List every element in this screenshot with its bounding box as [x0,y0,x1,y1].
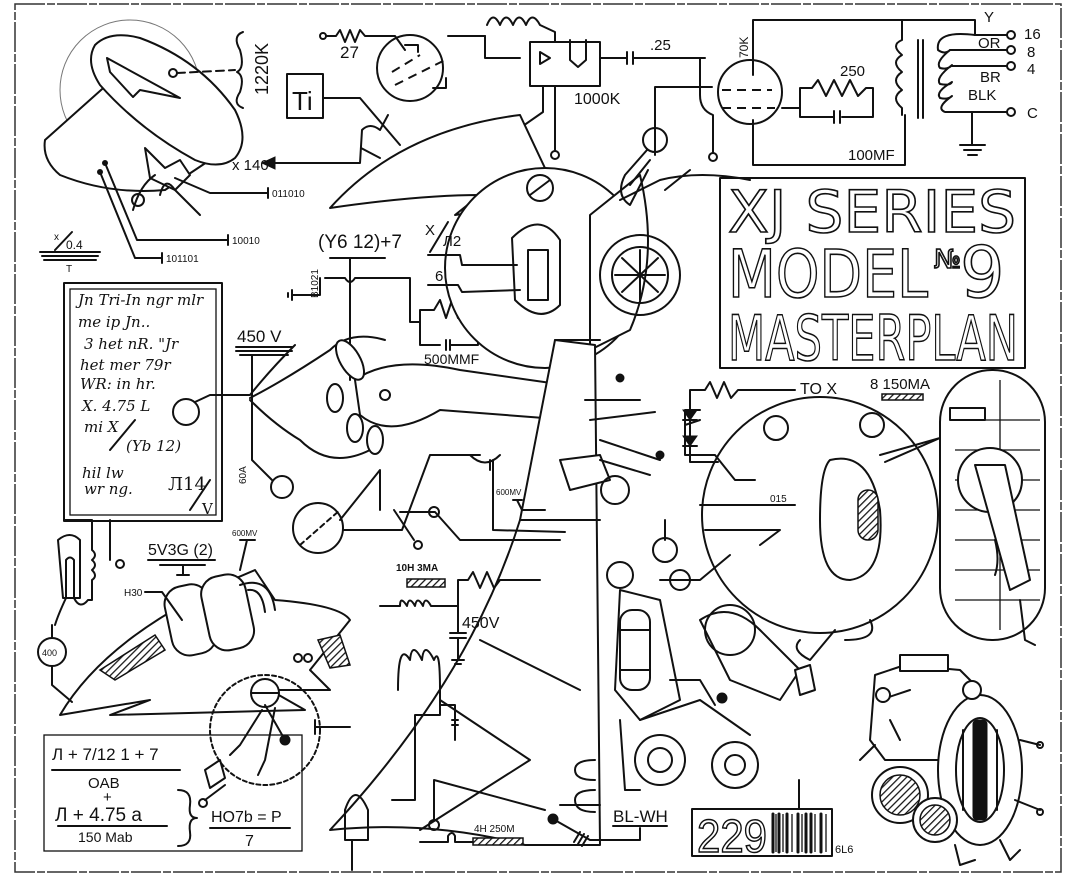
label-450v: 450 V [237,327,282,346]
label-10010: 10010 [232,236,260,247]
label-b1021: B1021 [310,269,321,298]
label-8-150ma: 8 150MA [870,376,930,393]
label-250: 250 [840,63,865,80]
lower-left-capacitor-device [59,569,351,808]
label-to-x: TO X [800,381,837,398]
label-y612: (Y6 12)+7 [318,232,402,253]
tap-y: Y [984,9,994,26]
tap-16: 16 [1024,26,1041,43]
tap-br: BR [980,69,1001,86]
knob-drawing [43,19,269,264]
label-101101: 101101 [166,254,199,265]
notes-card: Jn Tri-In ngr mlr me ip Jn.. 3 het nR. "… [63,282,223,522]
title-line2: MODEL [728,236,928,313]
equation-result-numerator: HO7b = P [211,809,282,826]
x-label: x [54,232,59,243]
title-number: 9 [960,232,1005,314]
hatched-bar-4h [472,837,524,846]
page-border [14,3,1062,873]
label-5v3g: 5V3G (2) [148,542,213,559]
note-line: me ip Jn.. [78,313,150,331]
label-011010: 011010 [272,189,305,200]
bottom-right-robot [859,654,1044,866]
label-1000k: 1000K [574,91,621,108]
central-character [326,114,816,846]
note-line: Jn Tri-In ngr mlr [75,291,204,309]
label-1220k: 1220K [252,43,272,95]
label-450v-lower: 450V [462,615,500,632]
right-capsule-figure [939,369,1046,646]
x-base: T [66,264,72,275]
title-line3: MASTERPLAN [728,302,1018,375]
note-line: wr ng. [84,480,133,498]
label-ti: Ti [292,86,313,116]
tap-blk: BLK [968,87,996,104]
tap-8: 8 [1027,44,1035,61]
label-cap-.25: .25 [650,37,671,54]
label-10h-3ma: 10H 3MA [396,563,438,574]
note-line: X. 4.75 L [81,397,150,415]
equation-plus: + [103,789,112,806]
note-line: hil lw [82,464,124,482]
label-100mf: 100MF [848,147,895,164]
label-6l6: 6L6 [835,844,853,856]
equation-result-denominator: 7 [245,833,254,850]
title-line1: XJ SERIES [728,178,1016,246]
note-signature-v: V [201,500,214,518]
equation-oab: OAB [88,775,120,792]
equation-bottom: 150 Mab [78,829,133,845]
label-400: 400 [42,648,57,658]
x-label: X [425,222,435,239]
label-015: 015 [770,494,787,505]
label-bl-wh: BL-WH [613,807,668,826]
title-number-sign: № [934,245,961,275]
label-600mv-left: 600MV [232,529,258,538]
tap-or: OR [978,35,1001,52]
label-4h-250m: 4H 250M [474,824,515,835]
x-over-l2-symbol: X Л2 6 [425,221,521,293]
equation-top: Л + 7/12 1 + 7 [52,745,159,764]
label-600mv-center: 600MV [496,488,522,497]
label-70k: 70K [737,37,751,58]
six-label: 6 [435,268,443,285]
tap-c: C [1027,105,1038,122]
label-229: 229 [697,810,767,862]
note-line: mi X [84,418,120,436]
label-60a: 60A [238,466,249,484]
note-line: 3 het nR. "Jr [84,335,179,353]
equation-box: Л + 7/12 1 + 7 OAB + Л + 4.75 a 150 Mab … [43,734,303,852]
ti-box [286,73,324,119]
vacuum-tube-2 [717,59,783,125]
equation-mid: Л + 4.75 a [55,805,142,826]
x-value: 0.4 [66,238,83,252]
label-x140: x 140 [232,157,269,174]
tap-4: 4 [1027,61,1035,78]
note-line: het mer 79r [80,356,171,374]
label-500mmf: 500MMF [424,351,479,367]
l2-label: Л2 [443,233,461,250]
barcode-229: 229 [691,779,833,863]
note-signature: Л14 [168,474,206,495]
label-27: 27 [340,43,359,62]
hatched-bar-10h [406,578,446,588]
vacuum-tube-1 [376,34,444,102]
label-h30: H30 [124,588,143,599]
hatched-bar-150ma [881,393,924,401]
note-line: (Yb 12) [126,437,181,455]
x-over-0.4-symbol: x 0.4 T [39,231,101,275]
note-line: WR: in hr. [80,375,156,393]
title-block: XJ SERIES MODEL № 9 MASTERPLAN [719,177,1026,376]
